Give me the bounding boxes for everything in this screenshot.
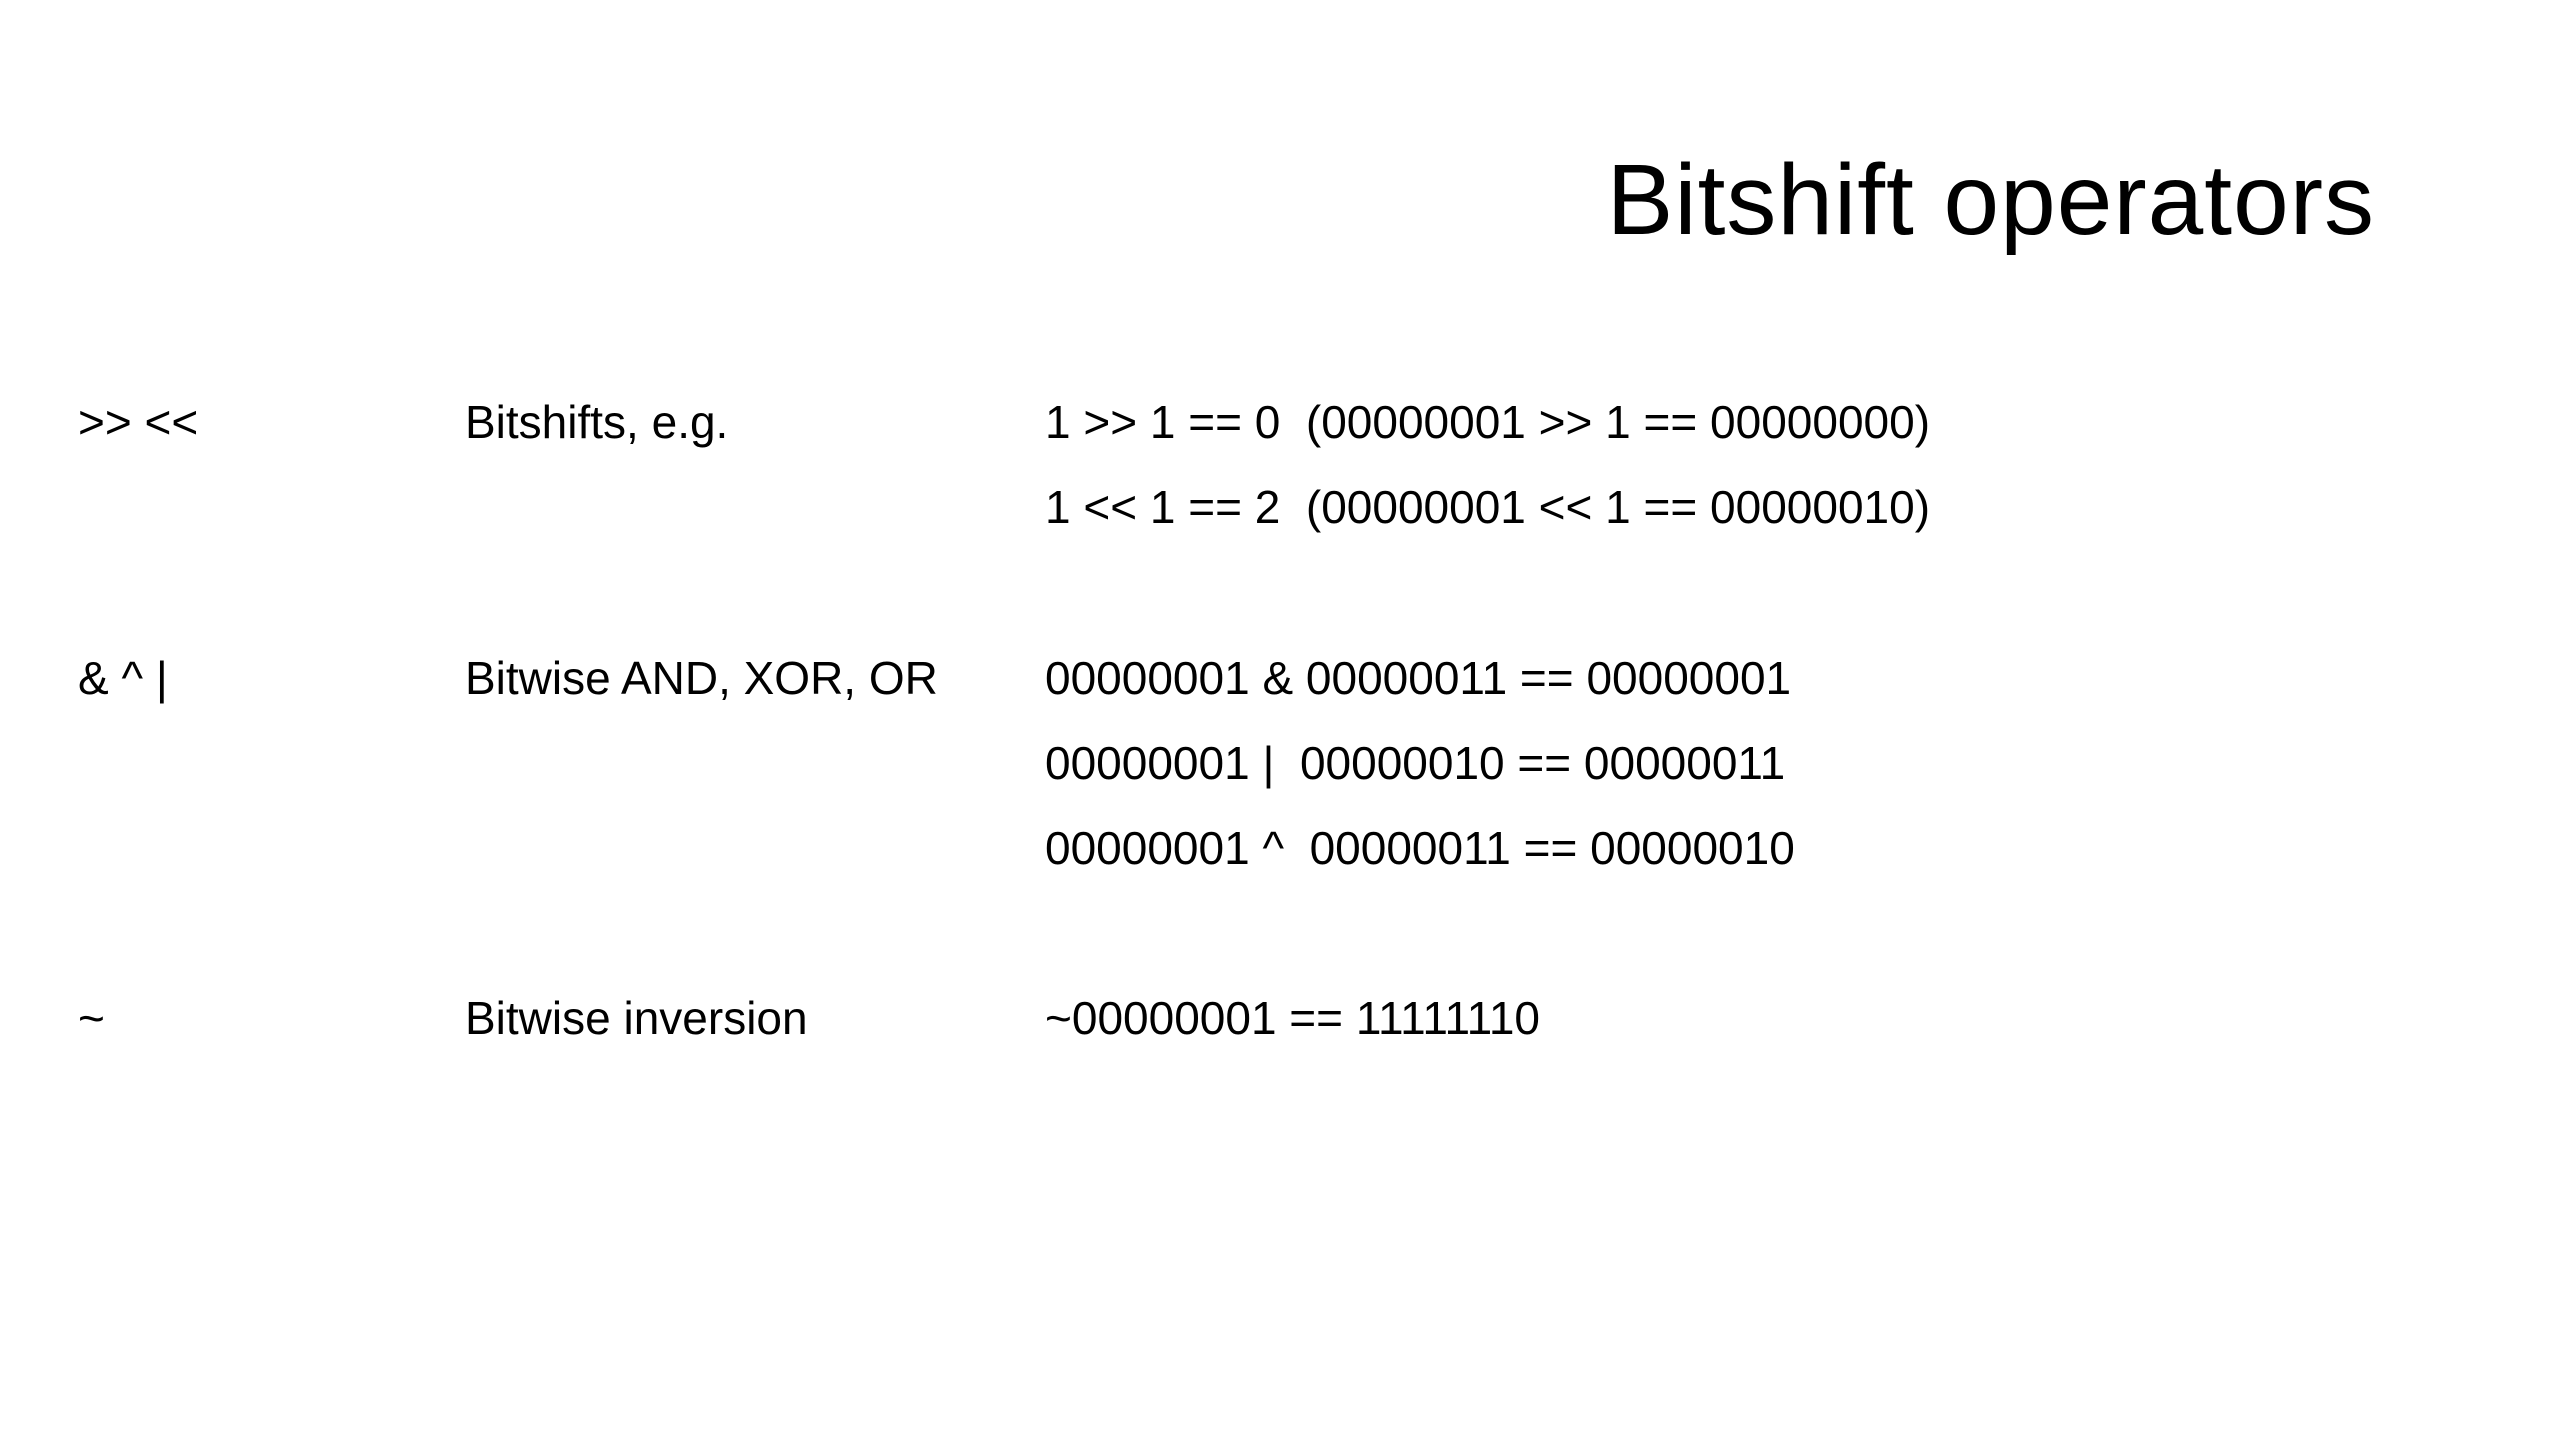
operator-symbols: >> << <box>78 396 199 448</box>
example-line: 00000001 | 00000010 == 00000011 <box>1045 737 1786 789</box>
operator-description: Bitwise AND, XOR, OR <box>465 652 938 704</box>
slide-title: Bitshift operators <box>1606 144 2375 256</box>
operator-examples: ~00000001 == 11111110 <box>1045 976 1540 1061</box>
example-line: 1 << 1 == 2 (00000001 << 1 == 00000010) <box>1045 481 1931 533</box>
example-line: ~00000001 == 11111110 <box>1045 992 1540 1044</box>
example-line: 00000001 ^ 00000011 == 00000010 <box>1045 822 1795 874</box>
operator-description: Bitshifts, e.g. <box>465 396 729 448</box>
operator-description: Bitwise inversion <box>465 992 808 1044</box>
example-line: 00000001 & 00000011 == 00000001 <box>1045 652 1792 704</box>
operator-symbols: & ^ | <box>78 652 168 704</box>
operator-examples: 1 >> 1 == 0 (00000001 >> 1 == 00000000) … <box>1045 380 1930 550</box>
operator-symbols: ~ <box>78 992 105 1044</box>
operator-examples: 00000001 & 00000011 == 00000001 00000001… <box>1045 636 1795 891</box>
example-line: 1 >> 1 == 0 (00000001 >> 1 == 00000000) <box>1045 396 1931 448</box>
